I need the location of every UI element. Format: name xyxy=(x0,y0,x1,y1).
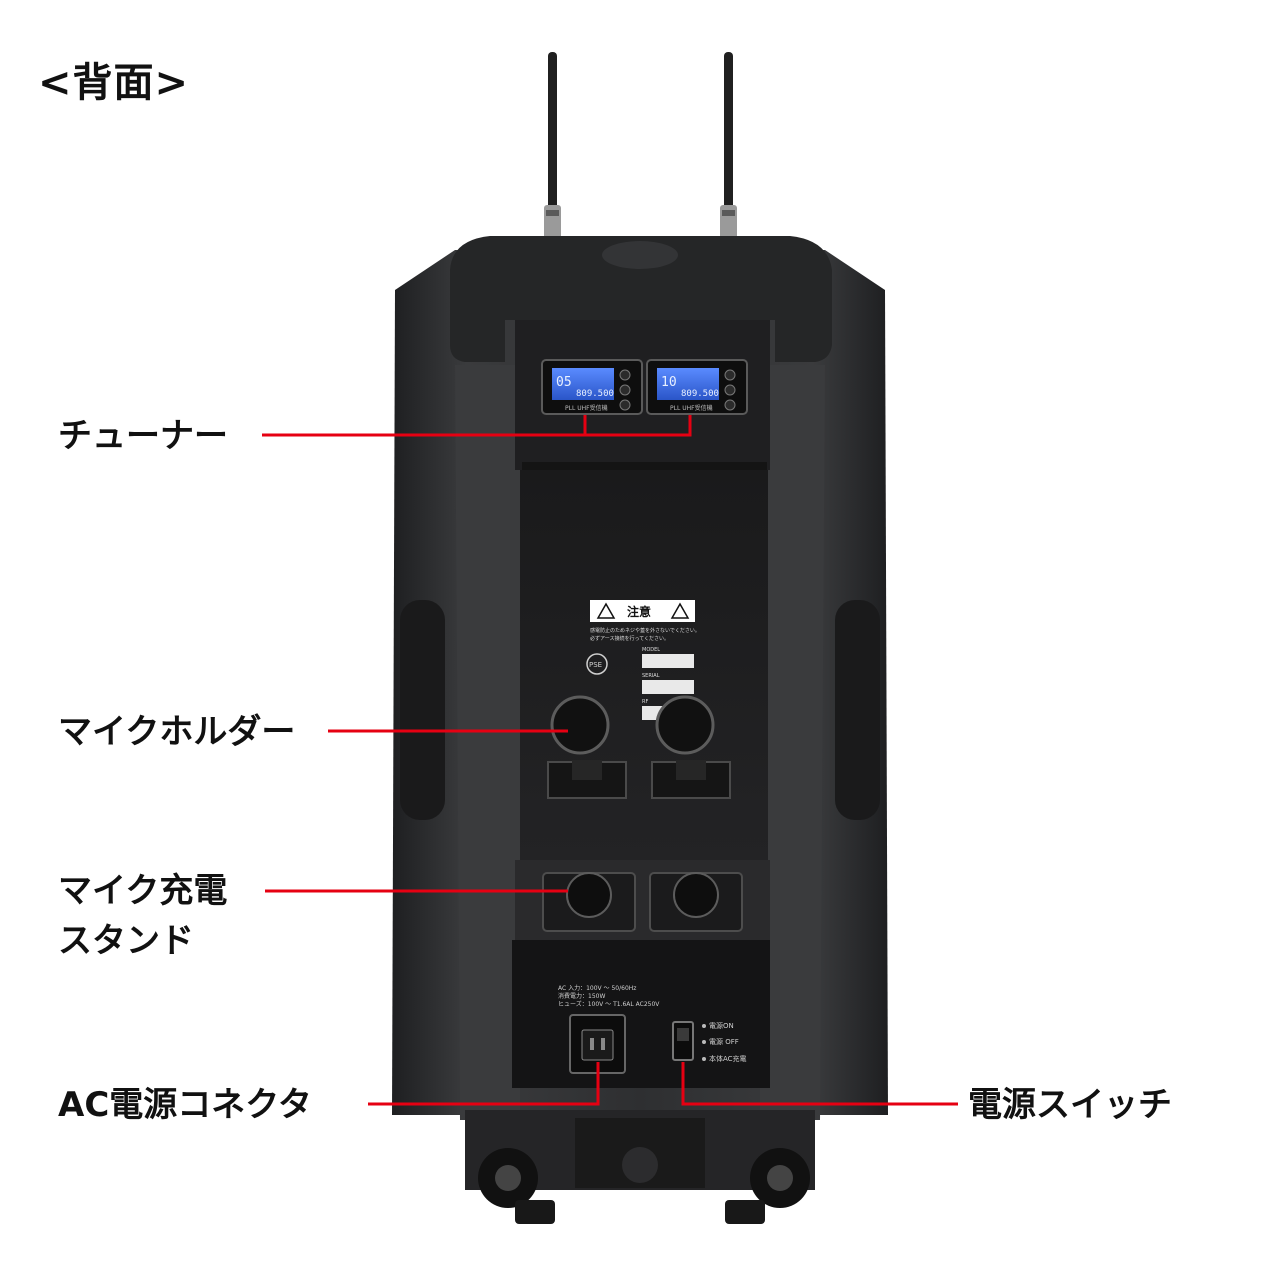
field-rf: RF xyxy=(642,699,648,705)
caution-line-1: 感電防止のためネジや蓋を外さないでください。 xyxy=(590,627,700,634)
leader-ac-connector xyxy=(368,1062,600,1106)
switch-off-label: 電源 OFF xyxy=(709,1037,739,1046)
antenna-right xyxy=(720,52,737,253)
tuner-right xyxy=(646,359,748,415)
tuner-right-channel: 10 xyxy=(661,375,677,390)
mic-charging-stand-left xyxy=(542,872,636,932)
power-switch-body xyxy=(672,1021,706,1061)
wheel-left xyxy=(478,1148,538,1208)
label-ac-connector: AC電源コネクタ xyxy=(58,1085,312,1125)
label-tuner: チューナー xyxy=(58,416,228,456)
label-mic-charge-line2: スタンド xyxy=(58,921,194,961)
wheel-right xyxy=(750,1148,810,1208)
tuner-left-channel: 05 xyxy=(556,375,572,390)
tuner-left-caption: PLL UHF受信機 xyxy=(565,404,608,412)
switch-charge-label: 本体AC充電 xyxy=(709,1054,747,1063)
leader-lines xyxy=(262,415,958,1106)
feet xyxy=(515,1200,765,1224)
caution-label xyxy=(590,600,695,622)
label-mic-charge-line1: マイク充電 xyxy=(58,871,228,911)
tuner-left-frequency: 809.500 xyxy=(576,389,614,399)
switch-on-label: 電源ON xyxy=(709,1021,734,1030)
caution-line-2: 必ずアース接続を行ってください。 xyxy=(590,635,669,642)
label-power-switch: 電源スイッチ xyxy=(968,1085,1172,1125)
tuner-left xyxy=(541,359,643,415)
antenna-left xyxy=(544,52,561,253)
leader-tuner xyxy=(262,415,692,437)
spec-line-1: AC 入力：100V ～ 50/60Hz xyxy=(558,984,636,992)
leader-power-switch xyxy=(681,1062,958,1106)
pse-mark-text: PSE xyxy=(589,661,602,669)
label-mic-holder: マイクホルダー xyxy=(58,712,296,752)
field-serial: SERIAL xyxy=(642,673,660,679)
pse-mark xyxy=(586,653,608,675)
spec-line-3: ヒューズ：100V ～ T1.6AL AC250V xyxy=(558,1000,660,1008)
page-title: <背面> xyxy=(38,60,190,106)
field-model: MODEL xyxy=(642,647,660,653)
tuner-right-frequency: 809.500 xyxy=(681,389,719,399)
tuner-right-caption: PLL UHF受信機 xyxy=(670,404,713,412)
mic-charging-stand-right xyxy=(649,872,743,932)
mic-holder-right xyxy=(651,695,731,799)
caution-title: 注意 xyxy=(627,604,651,619)
mic-holder-left xyxy=(547,695,627,799)
ac-inlet xyxy=(569,1014,626,1074)
spec-line-2: 消費電力：150W xyxy=(558,992,605,1000)
